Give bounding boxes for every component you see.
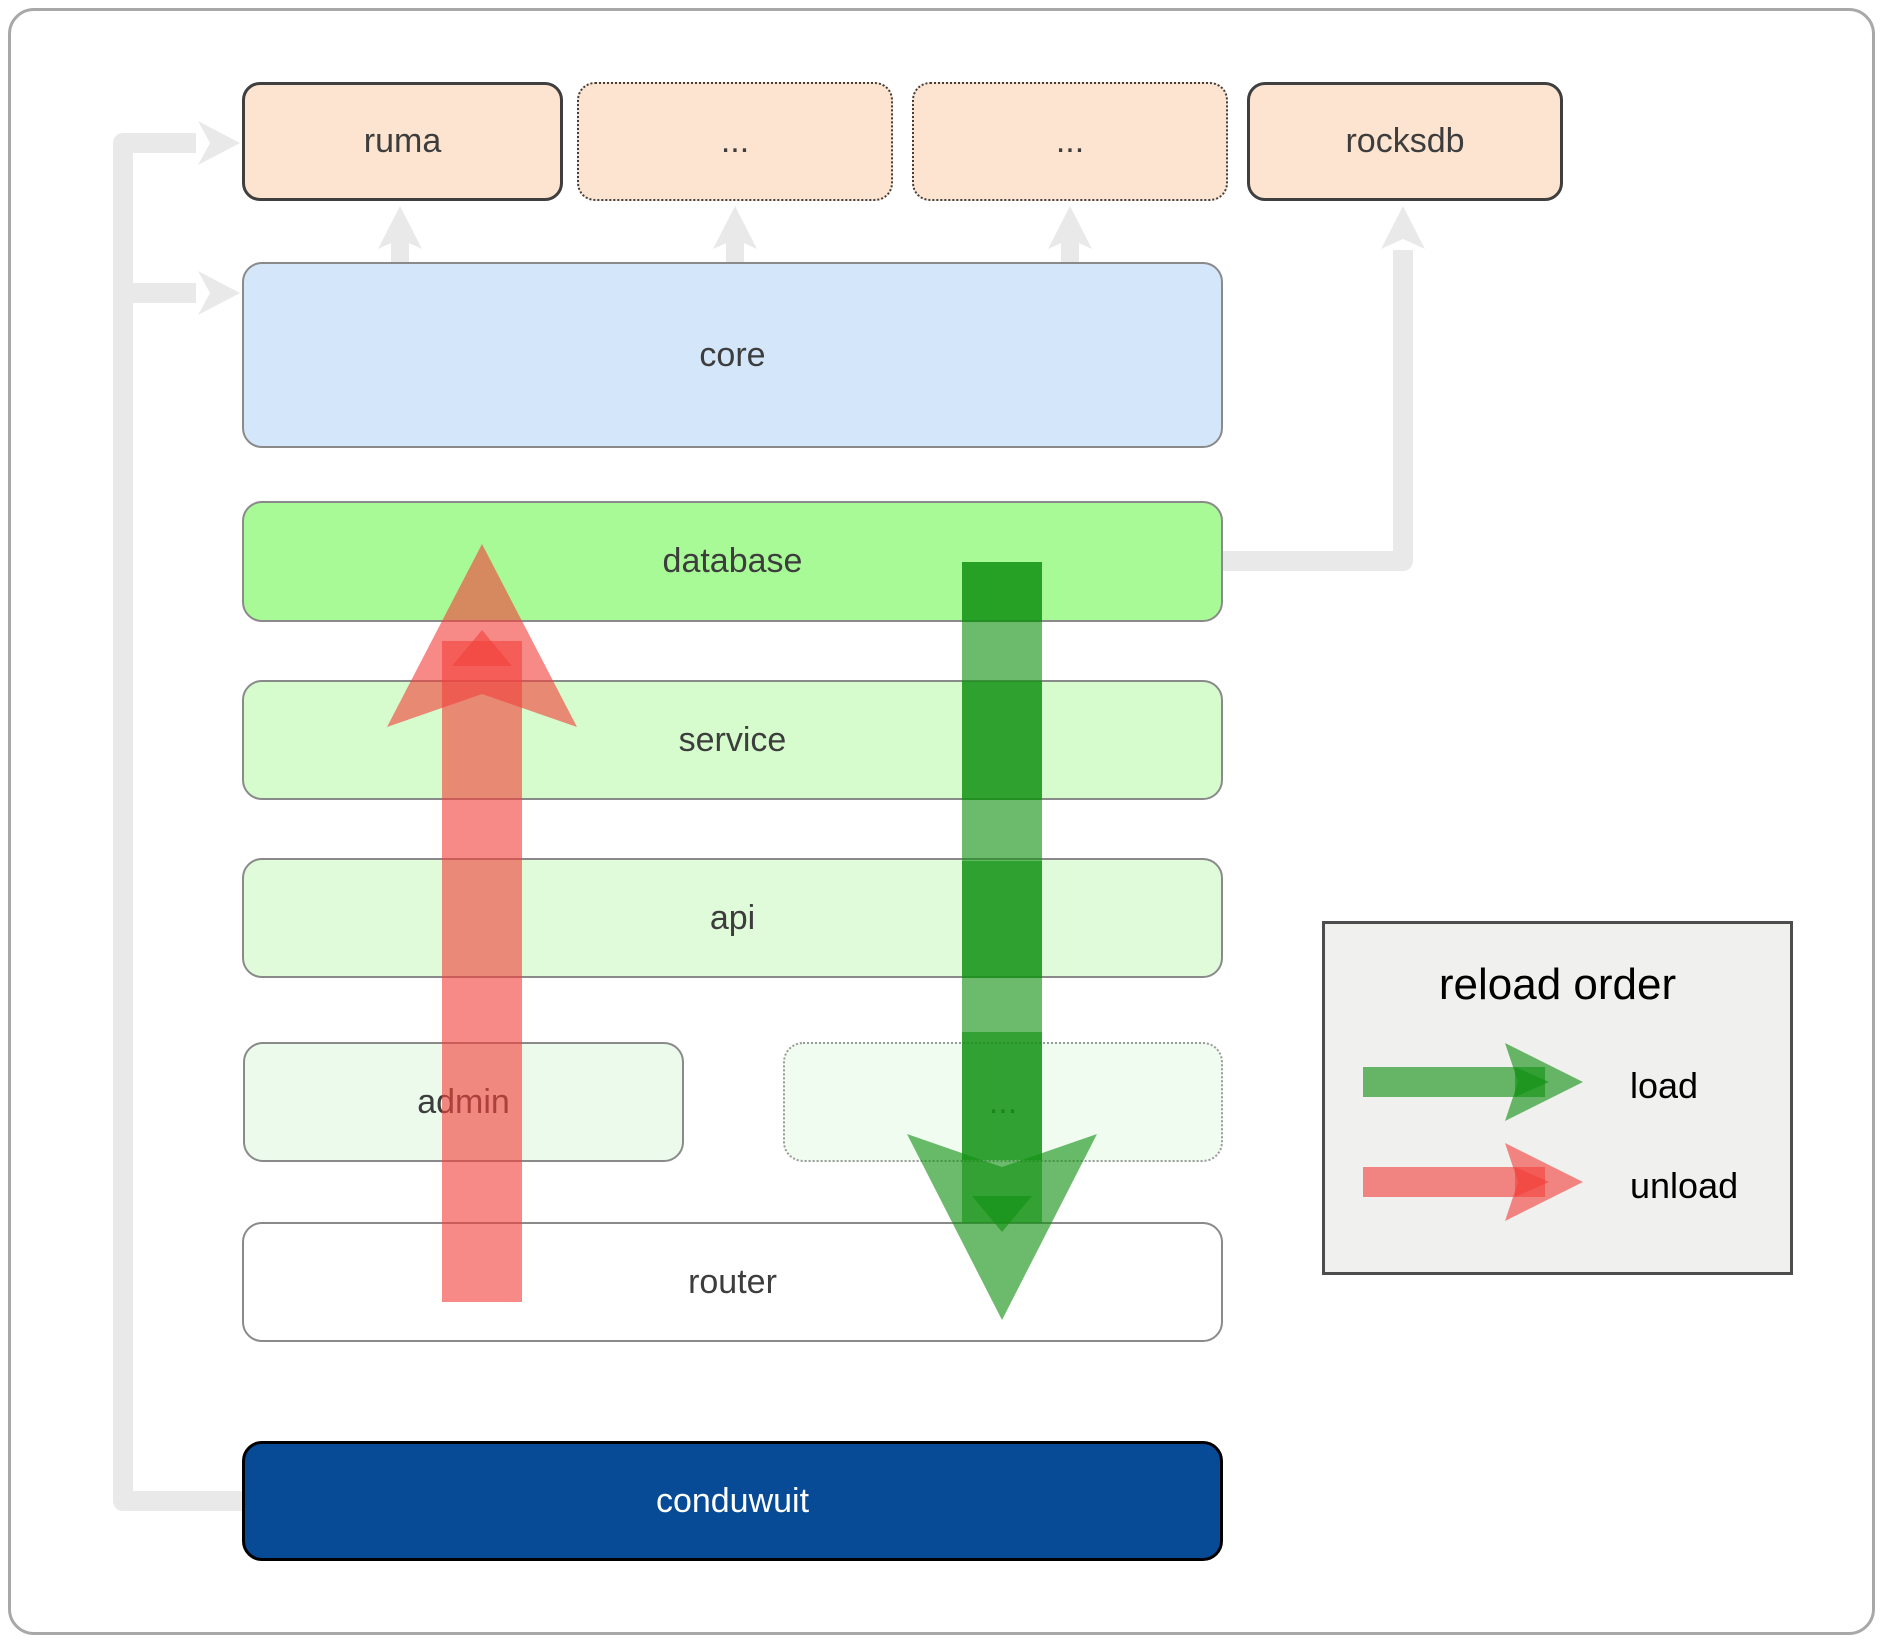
legend-unload-label: unload — [1630, 1165, 1739, 1206]
node-database-label: database — [662, 542, 803, 580]
legend-unload-arrow-icon — [1363, 1143, 1583, 1221]
legend-load-label: load — [1630, 1065, 1699, 1106]
node-service-label: service — [678, 720, 787, 759]
legend-arrows — [1363, 1043, 1583, 1221]
node-admin-label: admin — [417, 1082, 510, 1121]
legend-load-arrow-icon — [1363, 1043, 1583, 1121]
node-service[interactable]: service — [242, 680, 1223, 800]
legend-title: reload order — [1438, 960, 1677, 1009]
node-conduwuit-label: conduwuit — [655, 1481, 810, 1520]
node-conduwuit[interactable]: conduwuit — [242, 1441, 1223, 1561]
node-admin[interactable]: admin — [243, 1042, 684, 1162]
node-rocksdb[interactable]: rocksdb — [1247, 82, 1563, 201]
node-database[interactable]: database — [242, 501, 1223, 622]
node-router[interactable]: router — [242, 1222, 1223, 1342]
node-core-label: core — [699, 335, 766, 374]
node-ellipsis-crate-1[interactable]: ... — [577, 82, 893, 201]
node-api[interactable]: api — [242, 858, 1223, 978]
outer-frame — [8, 8, 1875, 1635]
node-ellipsis-service-label: ... — [988, 1082, 1018, 1121]
node-core[interactable]: core — [242, 262, 1223, 448]
node-ellipsis-crate-2[interactable]: ... — [912, 82, 1228, 201]
node-ellipsis-crate-2-label: ... — [1055, 122, 1085, 160]
node-ellipsis-crate-1-label: ... — [720, 122, 750, 160]
legend-reload-order: reload order load unload — [1322, 921, 1793, 1275]
node-ruma-label: ruma — [363, 122, 442, 160]
node-router-label: router — [688, 1262, 777, 1301]
node-ellipsis-service[interactable]: ... — [783, 1042, 1223, 1162]
node-ruma[interactable]: ruma — [242, 82, 563, 201]
node-rocksdb-label: rocksdb — [1345, 122, 1465, 160]
node-api-label: api — [709, 898, 756, 937]
